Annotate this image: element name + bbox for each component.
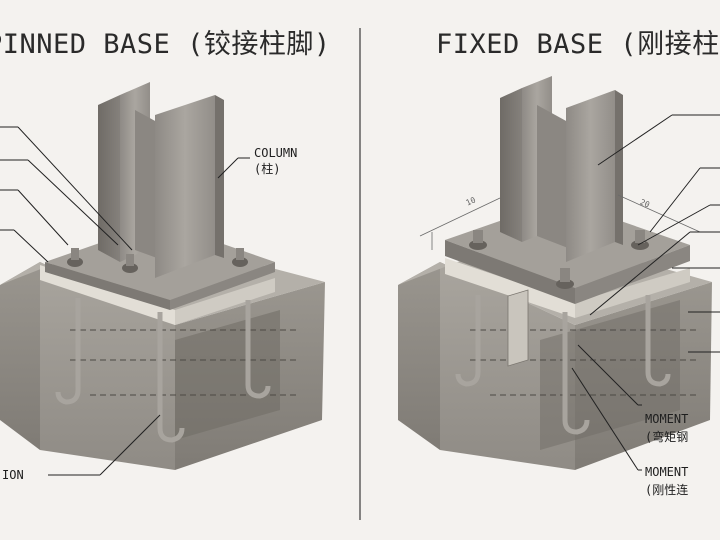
fixed-base-illustration xyxy=(398,76,720,471)
anchor-bolt-r1 xyxy=(455,295,481,387)
grout-side-r xyxy=(575,268,690,318)
shear-key xyxy=(507,289,529,367)
anchor-bolt-1 xyxy=(55,298,81,405)
dimension-line-b xyxy=(617,194,701,233)
moment-label-1: MOMENT xyxy=(645,412,689,426)
moment-label-2-cn: (刚性连 xyxy=(645,483,689,497)
column-label-cn: (柱) xyxy=(254,162,281,176)
nuts-left xyxy=(67,248,248,273)
pedestal-left-side xyxy=(0,262,40,450)
grout-front-r xyxy=(445,258,575,318)
pedestal-left-side-r xyxy=(398,262,440,450)
base-plate-side-r xyxy=(575,245,690,304)
column-flange-front xyxy=(155,95,215,278)
column-flange-left-edge xyxy=(98,95,120,262)
anchor-bolt-r2 xyxy=(562,312,590,435)
moment-label-1-cn: (弯矩钢 xyxy=(645,430,689,444)
pinned-base-illustration xyxy=(0,82,325,476)
pinned-base-title: PINNED BASE (铰接柱脚) xyxy=(0,29,331,60)
pedestal-cutaway xyxy=(175,310,280,440)
nuts-right xyxy=(469,230,649,289)
anchor-bolt-r3 xyxy=(645,295,671,387)
pedestal-cutaway-r xyxy=(540,300,680,450)
base-plate-side xyxy=(170,262,275,310)
dimension-line-a xyxy=(419,197,501,237)
anchor-bolt-2 xyxy=(157,312,185,443)
base-plate-front-r xyxy=(445,240,575,304)
pedestal-front xyxy=(40,262,175,470)
foundation-label-partial: ION xyxy=(2,468,24,482)
moment-label-2: MOMENT xyxy=(645,465,689,479)
anchor-bolt-3 xyxy=(245,300,271,399)
grout-side xyxy=(175,278,275,325)
base-plate-front xyxy=(45,262,170,310)
fixed-base-title: FIXED BASE (刚接柱 xyxy=(436,29,720,60)
column-flange-front-r xyxy=(566,90,615,262)
column-label: COLUMN xyxy=(254,146,298,160)
